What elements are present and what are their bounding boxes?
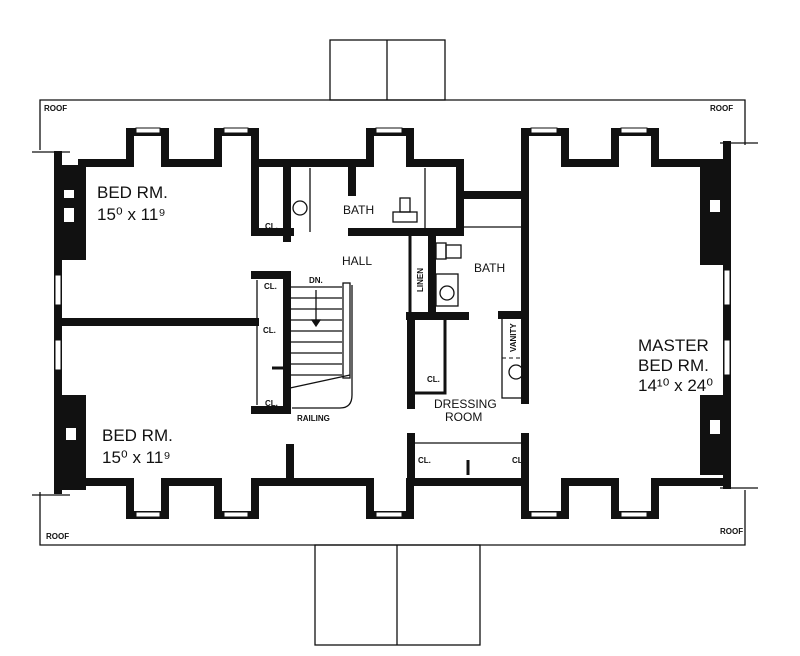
rear-portico bbox=[314, 544, 481, 646]
closet-label: CL. bbox=[512, 456, 525, 465]
roof-label: ROOF bbox=[46, 532, 69, 541]
bath-2-label: BATH bbox=[474, 261, 505, 275]
railing-label: RAILING bbox=[297, 414, 330, 423]
dressing-room-label-2: ROOM bbox=[445, 410, 482, 424]
roof-label: ROOF bbox=[44, 104, 67, 113]
labels: ROOF ROOF ROOF ROOF BED RM. 15⁰ x 11⁹ BE… bbox=[44, 104, 743, 541]
roof-outline-bottom bbox=[39, 490, 746, 546]
roof-label: ROOF bbox=[720, 527, 743, 536]
staircase bbox=[289, 282, 353, 409]
bedroom-1-size: 15⁰ x 11⁹ bbox=[97, 205, 166, 224]
roof-outline-top bbox=[39, 99, 746, 150]
closet-label: CL. bbox=[263, 326, 276, 335]
hall-label: HALL bbox=[342, 254, 372, 268]
roof-label: ROOF bbox=[710, 104, 733, 113]
bedroom-2-name: BED RM. bbox=[102, 426, 173, 445]
master-bedroom-name: MASTER bbox=[638, 336, 709, 355]
linen-label: LINEN bbox=[416, 268, 425, 292]
closet-label: CL. bbox=[264, 282, 277, 291]
closet-label: CL. bbox=[265, 399, 278, 408]
bedroom-1-name: BED RM. bbox=[97, 183, 168, 202]
front-portico bbox=[329, 39, 446, 101]
bath-1-label: BATH bbox=[343, 203, 374, 217]
stairs-down-label: DN. bbox=[309, 276, 323, 285]
vanity-label: VANITY bbox=[509, 323, 518, 352]
bedroom-2-size: 15⁰ x 11⁹ bbox=[102, 448, 171, 467]
dressing-room-label: DRESSING bbox=[434, 397, 497, 411]
interior-walls bbox=[32, 142, 758, 496]
closet-label: CL. bbox=[265, 222, 278, 231]
closet-label: CL. bbox=[418, 456, 431, 465]
master-bedroom-size: 14¹⁰ x 24⁰ bbox=[638, 376, 713, 395]
fixtures bbox=[292, 197, 524, 380]
master-bedroom-name-2: BED RM. bbox=[638, 356, 709, 375]
closet-label: CL. bbox=[427, 375, 440, 384]
exterior-walls bbox=[54, 127, 731, 519]
